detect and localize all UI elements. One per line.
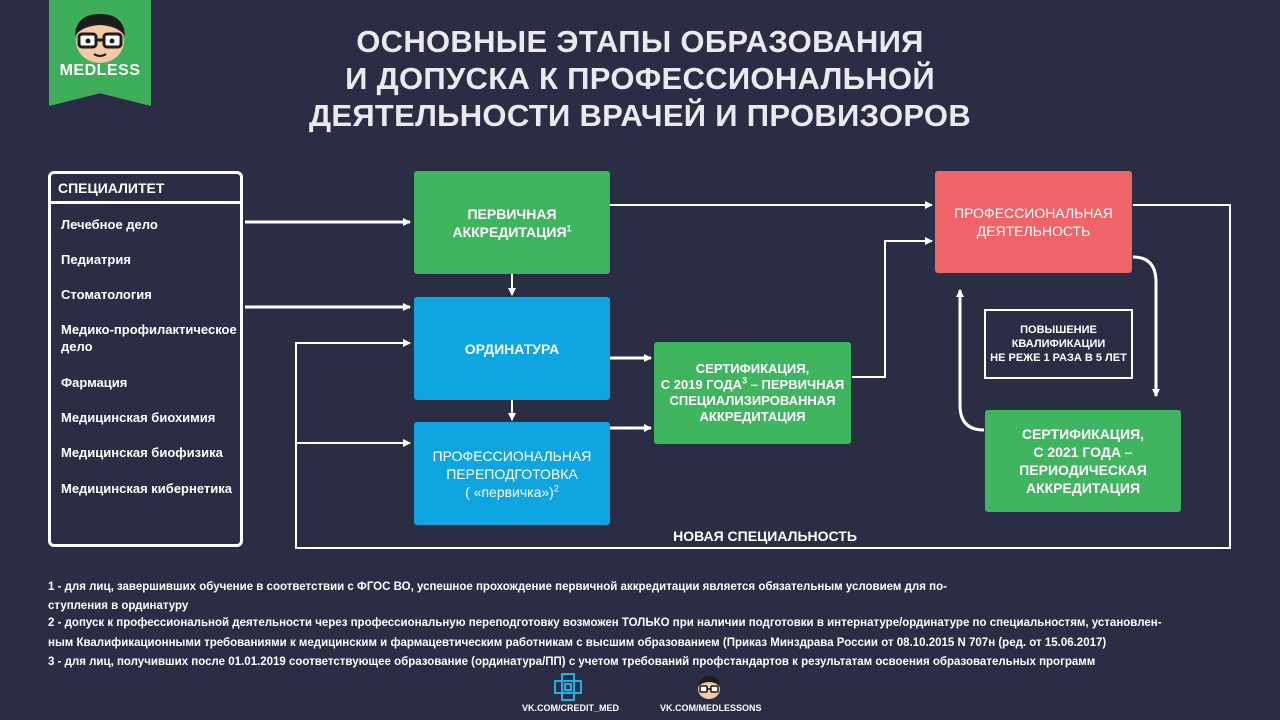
page-title-line-3: ДЕЯТЕЛЬНОСТИ ВРАЧЕЙ И ПРОВИЗОРОВ <box>308 98 972 133</box>
primary-accreditation-node: ПЕРВИЧНАЯ АККРЕДИТАЦИЯ1 <box>414 171 610 274</box>
node-label: – ПЕРВИЧНАЯ <box>747 377 845 392</box>
medless-avatar-icon <box>75 14 125 63</box>
vk-link-medlessons[interactable]: VK.COM/MEDLESSONS <box>660 703 762 713</box>
note-label: КВАЛИФИКАЦИИ <box>1011 338 1106 350</box>
specialty-item: Педиатрия <box>61 252 131 267</box>
specialty-item: Медицинская биофизика <box>61 445 223 460</box>
footnote-2: 2 - допуск к профессиональной деятельнос… <box>48 617 1162 629</box>
node-label: С 2021 ГОДА – <box>1033 444 1133 460</box>
specialty-item: Стоматология <box>61 287 152 302</box>
footnote-marker: 3 <box>742 375 748 386</box>
node-label: ПЕРЕПОДГОТОВКА <box>446 465 578 482</box>
footnote-1: 1 - для лиц, завершивших обучение в соот… <box>48 581 947 593</box>
node-label: ОРДИНАТУРА <box>464 340 560 357</box>
residency-node: ОРДИНАТУРА <box>414 297 610 400</box>
specialty-item: Медицинская кибернетика <box>61 481 233 496</box>
node-label: СПЕЦИАЛИЗИРОВАННАЯ <box>669 393 836 408</box>
node-label: СЕРТИФИКАЦИЯ, <box>695 361 810 376</box>
page-title-line-1: ОСНОВНЫЕ ЭТАПЫ ОБРАЗОВАНИЯ <box>356 24 924 59</box>
professional-activity-node: ПРОФЕССИОНАЛЬНАЯ ДЕЯТЕЛЬНОСТЬ <box>935 171 1132 273</box>
node-label: СЕРТИФИКАЦИЯ, <box>1021 426 1145 442</box>
qualification-note: ПОВЫШЕНИЕ КВАЛИФИКАЦИИ НЕ РЕЖЕ 1 РАЗА В … <box>984 309 1133 379</box>
footnote-1-cont: ступления в ординатуру <box>48 600 189 612</box>
medless-avatar-icon <box>698 676 720 699</box>
node-label: ПРОФЕССИОНАЛЬНАЯ <box>432 447 592 464</box>
logo-text: MEDLESS <box>59 62 141 79</box>
note-label: НЕ РЕЖЕ 1 РАЗА В 5 ЛЕТ <box>990 352 1127 364</box>
footnote-marker: 2 <box>553 482 559 493</box>
node-label: ДЕЯТЕЛЬНОСТЬ <box>976 223 1091 239</box>
node-label: С 2019 ГОДА <box>660 377 743 392</box>
node-label: АККРЕДИТАЦИЯ <box>452 223 567 240</box>
note-label: ПОВЫШЕНИЕ <box>1020 324 1097 336</box>
node-label: ПЕРИОДИЧЕСКАЯ <box>1019 462 1147 478</box>
specialty-item: Медицинская биохимия <box>61 410 216 425</box>
specialty-item: Медико-профилактическое дело <box>61 322 237 354</box>
certification-2021-node: СЕРТИФИКАЦИЯ, С 2021 ГОДА – ПЕРИОДИЧЕСКА… <box>985 410 1181 512</box>
footnote-3: 3 - для лиц, получивших после 01.01.2019… <box>48 656 1096 668</box>
specialty-panel <box>48 171 243 547</box>
vk-link-credit-med[interactable]: VK.COM/CREDIT_MED <box>522 703 620 713</box>
retraining-node: ПРОФЕССИОНАЛЬНАЯ ПЕРЕПОДГОТОВКА ( «перви… <box>414 422 610 525</box>
footnote-marker: 1 <box>566 222 572 233</box>
new-specialty-label: НОВАЯ СПЕЦИАЛЬНОСТЬ <box>673 528 857 544</box>
node-label: ПЕРВИЧНАЯ <box>467 205 557 222</box>
specialty-item: Лечебное дело <box>61 217 158 232</box>
node-label: ПРОФЕССИОНАЛЬНАЯ <box>954 205 1113 221</box>
footnote-2-cont: ным Квалификационными требованиями к мед… <box>48 637 1107 649</box>
node-label: АККРЕДИТАЦИЯ <box>699 409 806 424</box>
node-label: ( «первичка») <box>465 483 554 500</box>
specialty-item: Фармация <box>61 375 128 390</box>
divider <box>48 201 243 204</box>
node-label: АККРЕДИТАЦИЯ <box>1025 480 1141 496</box>
specialty-header: СПЕЦИАЛИТЕТ <box>58 180 165 196</box>
certification-2019-node: СЕРТИФИКАЦИЯ, С 2019 ГОДА3 – ПЕРВИЧНАЯ С… <box>654 342 851 444</box>
page-title-line-2: И ДОПУСКА К ПРОФЕССИОНАЛЬНОЙ <box>345 61 935 96</box>
credit-med-icon <box>554 673 582 701</box>
